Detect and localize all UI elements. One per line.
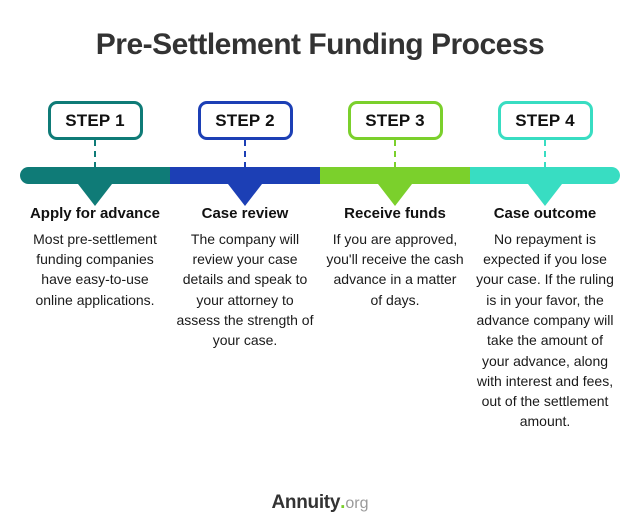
annuity-org-logo[interactable]: Annuity.org (0, 493, 640, 512)
step-heading-3: Receive funds (344, 205, 446, 222)
dashed-connector-4 (544, 140, 546, 168)
step-heading-2: Case review (201, 205, 289, 222)
step-badge-3[interactable]: STEP 3 (347, 101, 443, 140)
connector-cell-1 (20, 140, 170, 168)
step-badge-4[interactable]: STEP 4 (497, 101, 593, 140)
timeline-pointer-2 (228, 184, 262, 206)
timeline-segment-2 (170, 167, 320, 206)
dashed-connector-3 (394, 140, 396, 168)
timeline-pointer-1 (78, 184, 112, 206)
step-heading-4: Case outcome (493, 205, 597, 222)
step-badge-row: STEP 1 STEP 2 STEP 3 STEP 4 (20, 101, 620, 141)
step-column-3: Receive funds If you are approved, you'l… (320, 203, 470, 310)
step-badge-cell-2: STEP 2 (170, 101, 320, 141)
logo-dot-icon: . (340, 492, 346, 513)
step-badge-cell-4: STEP 4 (470, 101, 620, 141)
timeline-segment-3 (320, 167, 470, 206)
page-title: Pre-Settlement Funding Process (95, 28, 545, 61)
step-body-2: The company will review your case detail… (176, 230, 314, 349)
connector-row (20, 140, 620, 168)
timeline-bar (20, 167, 620, 206)
step-heading-1: Apply for advance (29, 205, 161, 222)
logo-wordmark: Annuity (271, 492, 341, 513)
timeline-pointer-4 (528, 184, 562, 206)
step-badge-cell-3: STEP 3 (320, 101, 470, 141)
timeline-segment-4 (470, 167, 620, 206)
timeline-segment-1 (20, 167, 170, 206)
dashed-connector-1 (94, 140, 96, 168)
step-badge-1[interactable]: STEP 1 (47, 101, 143, 140)
step-column-4: Case outcome No repayment is expected if… (470, 203, 620, 432)
step-column-1: Apply for advance Most pre-settlement fu… (20, 203, 170, 310)
step-body-1: Most pre-settlement funding companies ha… (33, 230, 157, 308)
logo-tld: org (345, 495, 369, 512)
connector-cell-4 (470, 140, 620, 168)
step-description-row: Apply for advance Most pre-settlement fu… (20, 203, 620, 432)
dashed-connector-2 (244, 140, 246, 168)
connector-cell-2 (170, 140, 320, 168)
step-body-3: If you are approved, you'll receive the … (326, 230, 464, 308)
connector-cell-3 (320, 140, 470, 168)
step-badge-2[interactable]: STEP 2 (197, 101, 293, 140)
step-body-4: No repayment is expected if you lose you… (476, 230, 614, 430)
timeline-pointer-3 (378, 184, 412, 206)
step-badge-cell-1: STEP 1 (20, 101, 170, 141)
step-column-2: Case review The company will review your… (170, 203, 320, 351)
